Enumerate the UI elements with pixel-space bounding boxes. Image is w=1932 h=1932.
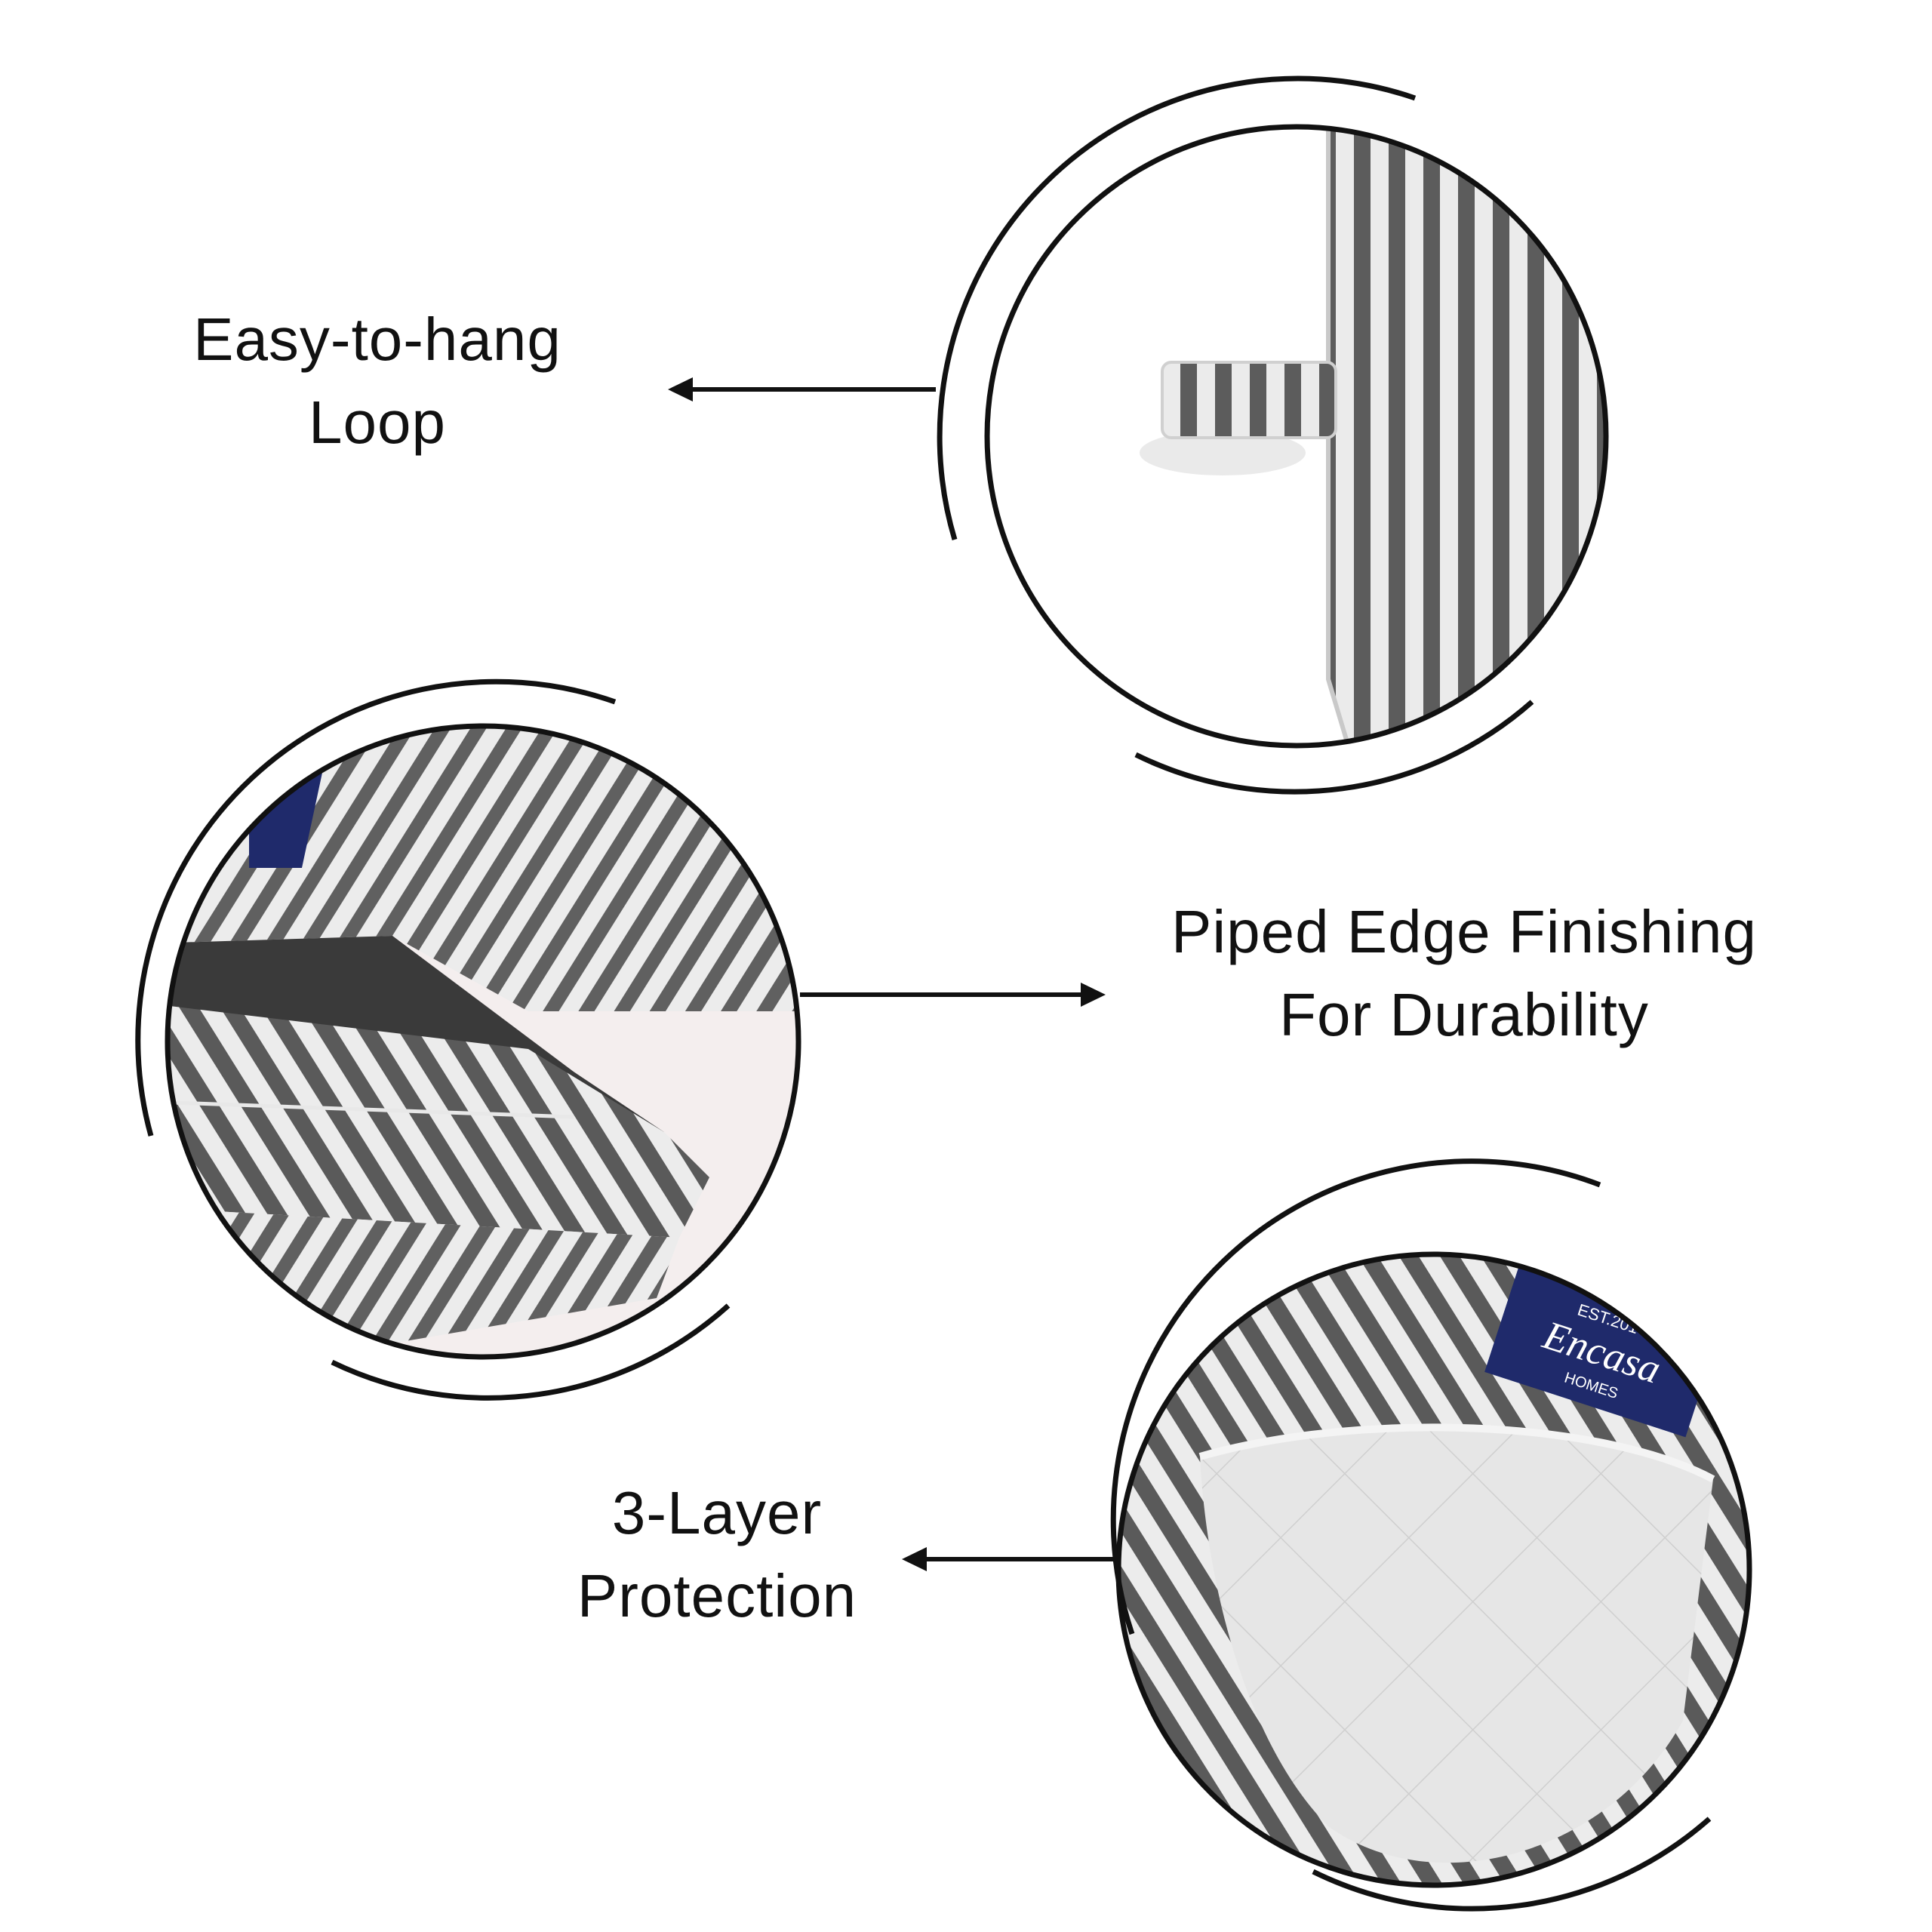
callout-line: Protection — [577, 1562, 857, 1629]
layer-protection-arrow — [902, 1547, 1117, 1571]
loop-arrow — [668, 377, 936, 401]
loop-detail-circle — [937, 75, 1609, 795]
callout-line: For Durability — [1279, 981, 1649, 1048]
callout-line: 3-Layer — [611, 1479, 823, 1546]
brand-label: EST.2014 Encasa HOMES — [1484, 1257, 1723, 1438]
callout-line: Easy-to-hang — [193, 306, 561, 373]
piped-edge-detail-circle — [135, 678, 801, 1401]
callout-line: Piped Edge Finishing — [1171, 898, 1758, 965]
piped-edge-arrow — [800, 983, 1106, 1007]
callout-3-layer-protection: 3-Layer Protection — [483, 1472, 951, 1638]
layer-protection-detail-circle: EST.2014 Encasa HOMES — [1110, 1158, 1752, 1912]
callout-line: Loop — [309, 389, 446, 456]
callout-piped-edge-finishing: Piped Edge Finishing For Durability — [1117, 891, 1811, 1057]
callout-easy-to-hang-loop: Easy-to-hang Loop — [151, 298, 604, 464]
